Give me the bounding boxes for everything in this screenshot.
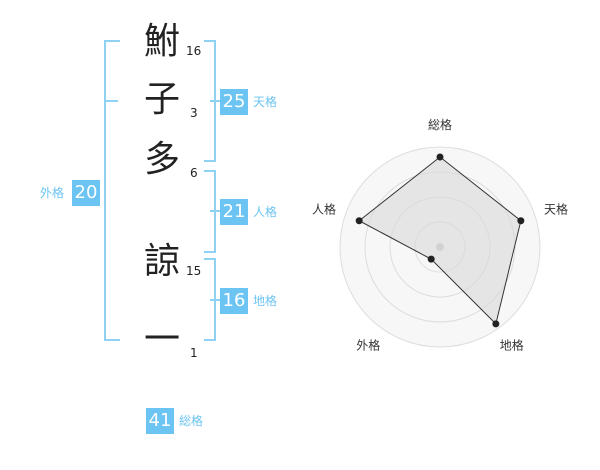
tenkaku-value: 25 xyxy=(220,89,248,115)
name-char-1: 鮒 xyxy=(143,21,180,62)
gaikaku-value: 20 xyxy=(72,180,100,206)
soukaku-value: 41 xyxy=(146,408,174,434)
jinkaku-label: 人格 xyxy=(253,205,278,219)
radar-axis-label-3: 地格 xyxy=(500,338,524,353)
gaikaku-label: 外格 xyxy=(40,186,65,200)
chikaku-label: 地格 xyxy=(253,294,278,308)
radar-axis-label-5: 人格 xyxy=(312,201,336,216)
radar-point-1 xyxy=(436,153,444,161)
jinkaku-value: 21 xyxy=(220,199,248,225)
radar-axis-label-4: 外格 xyxy=(356,338,380,353)
name-char-3: 多 xyxy=(143,139,180,180)
name-char-4: 諒 xyxy=(143,241,180,282)
stroke-count-3: 6 xyxy=(190,166,198,180)
stroke-count-4: 15 xyxy=(186,264,202,278)
tenkaku-label: 天格 xyxy=(253,95,278,109)
jinkaku-bracket-tick xyxy=(210,210,220,212)
gaikaku-bracket xyxy=(104,40,120,341)
name-char-5: 一 xyxy=(143,319,180,360)
stroke-count-5: 1 xyxy=(190,346,198,360)
chikaku-bracket-tick xyxy=(210,299,220,301)
chikaku-value: 16 xyxy=(220,288,248,314)
stroke-count-1: 16 xyxy=(186,44,202,58)
name-char-2: 子 xyxy=(143,79,180,120)
radar-point-2 xyxy=(517,217,525,225)
tenkaku-bracket-tick xyxy=(210,100,220,102)
radar-point-3 xyxy=(492,320,500,328)
radar-series-polygon xyxy=(358,156,522,325)
soukaku-label: 総格 xyxy=(179,414,204,428)
stroke-count-2: 3 xyxy=(190,106,198,120)
gaikaku-bracket-tick xyxy=(104,100,118,102)
radar-axis-label-2: 天格 xyxy=(544,201,568,216)
radar-point-4 xyxy=(427,255,435,263)
radar-point-5 xyxy=(355,217,363,225)
radar-axis-label-1: 総格 xyxy=(428,117,452,132)
